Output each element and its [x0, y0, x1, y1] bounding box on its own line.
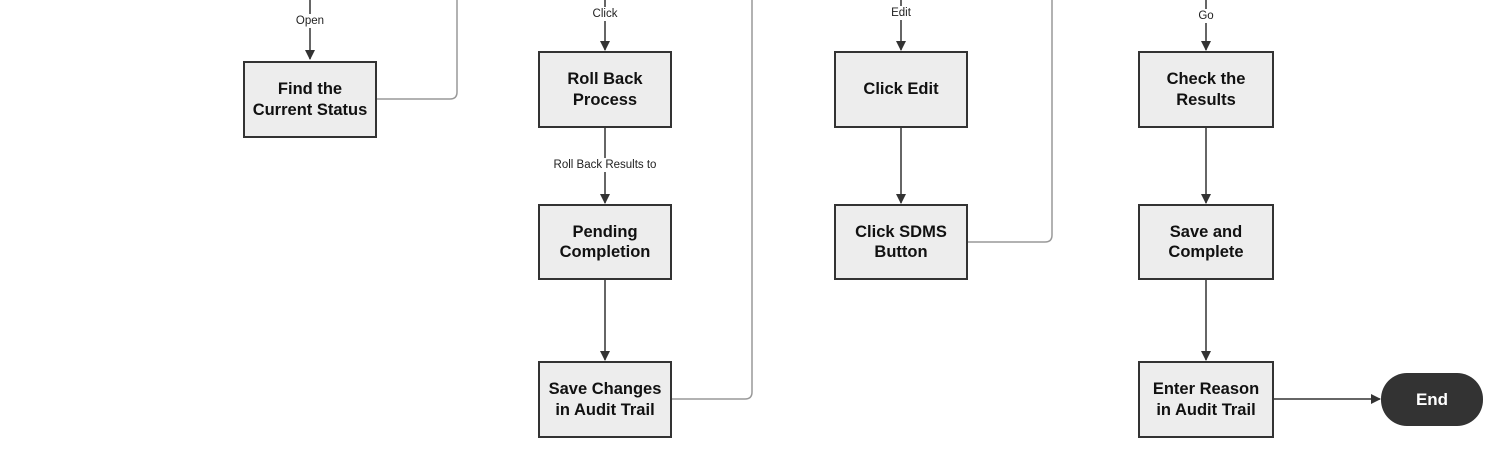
edge-label-go: Go: [1197, 9, 1215, 23]
node-roll-back-process[interactable]: Roll Back Process: [538, 51, 672, 128]
node-click-edit[interactable]: Click Edit: [834, 51, 968, 128]
node-click-sdms-button[interactable]: Click SDMS Button: [834, 204, 968, 280]
node-save-changes-audit-trail[interactable]: Save Changes in Audit Trail: [538, 361, 672, 438]
node-pending-completion[interactable]: Pending Completion: [538, 204, 672, 280]
edge-label-roll-back-results-to: Roll Back Results to: [552, 158, 658, 172]
connector-save-changes-loop: [671, 0, 753, 400]
edge-label-edit: Edit: [890, 6, 912, 20]
edge-label-open: Open: [294, 14, 326, 28]
connector-find-status-loop: [376, 0, 458, 100]
node-find-current-status[interactable]: Find the Current Status: [243, 61, 377, 138]
connector-sdms-loop: [967, 0, 1053, 243]
node-save-and-complete[interactable]: Save and Complete: [1138, 204, 1274, 280]
node-check-results[interactable]: Check the Results: [1138, 51, 1274, 128]
node-end-terminator[interactable]: End: [1381, 373, 1483, 426]
edge-label-click: Click: [591, 7, 619, 21]
node-enter-reason-audit-trail[interactable]: Enter Reason in Audit Trail: [1138, 361, 1274, 438]
